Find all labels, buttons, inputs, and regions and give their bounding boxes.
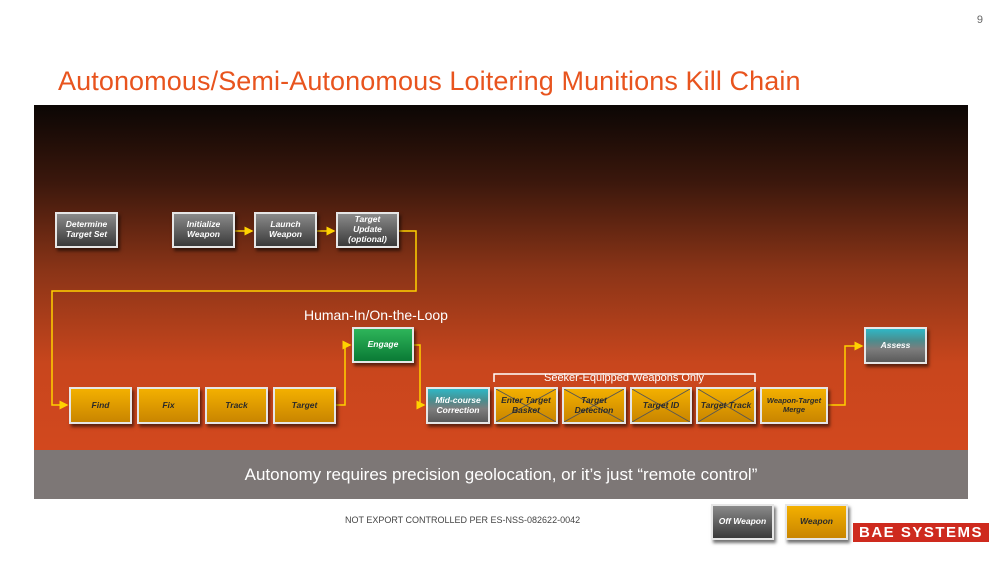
weapon-target-merge-box: Weapon-Target Merge [760, 387, 828, 424]
initialize-label: Initialize Weapon [186, 219, 221, 239]
find-box: Find [69, 387, 132, 424]
engage-box: Engage [352, 327, 414, 363]
slide-title: Autonomous/Semi-Autonomous Loitering Mun… [58, 66, 801, 96]
legend-off-weapon: Off Weapon [711, 504, 774, 540]
fix-label: Fix [162, 399, 175, 410]
engage-label: Engage [367, 339, 399, 350]
launch-label: Launch Weapon [269, 219, 302, 239]
x-mark-icon [632, 389, 690, 422]
midcourse-label: Mid-course Correction [435, 394, 481, 415]
seeker-bracket [493, 373, 756, 382]
autonomy-banner: Autonomy requires precision geolocation,… [34, 450, 968, 499]
fix-box: Fix [137, 387, 200, 424]
bae-systems-logo: BAE SYSTEMS [853, 523, 990, 542]
enter-basket-label: Enter Target Basket [501, 394, 551, 415]
midcourse-correction-box: Mid-course Correction [426, 387, 490, 424]
arrow-engage-midcourse [414, 344, 426, 410]
export-control-footer: NOT EXPORT CONTROLLED PER ES-NSS-082622-… [345, 515, 581, 525]
legend-weapon: Weapon [785, 504, 848, 540]
page-number: 9 [976, 14, 983, 26]
x-mark-icon [496, 389, 556, 422]
find-label: Find [91, 399, 110, 410]
detection-label: Target Detection [574, 394, 614, 415]
determine-target-set-box: Determine Target Set [55, 212, 118, 248]
seeker-weapons-label: Seeker-Equipped Weapons Only [543, 372, 704, 384]
target-box: Target [273, 387, 336, 424]
target-label: Target [291, 399, 318, 410]
target-id-box: Target ID [630, 387, 692, 424]
human-in-the-loop-label: Human-In/On-the-Loop [304, 307, 448, 323]
legend-weapon-label: Weapon [800, 516, 833, 527]
arrow-merge-assess [828, 341, 864, 406]
arrow-target-engage [336, 340, 352, 406]
target-track-label: Target Track [700, 399, 752, 410]
target-id-label: Target ID [642, 399, 680, 410]
initialize-weapon-box: Initialize Weapon [172, 212, 235, 248]
target-update-label: Target Update (optional) [348, 214, 387, 244]
track-box: Track [205, 387, 268, 424]
target-detection-box: Target Detection [562, 387, 626, 424]
assess-box: Assess [864, 327, 927, 364]
target-track-box: Target Track [696, 387, 756, 424]
track-label: Track [225, 399, 248, 410]
merge-label: Weapon-Target Merge [766, 395, 822, 414]
x-mark-icon [564, 389, 624, 422]
launch-weapon-box: Launch Weapon [254, 212, 317, 248]
assess-label: Assess [880, 339, 911, 350]
determine-label: Determine Target Set [65, 219, 108, 239]
arrow-update-find [51, 230, 417, 410]
legend-off-weapon-label: Off Weapon [718, 516, 767, 527]
enter-target-basket-box: Enter Target Basket [494, 387, 558, 424]
target-update-box: Target Update (optional) [336, 212, 399, 248]
x-mark-icon [698, 389, 754, 422]
